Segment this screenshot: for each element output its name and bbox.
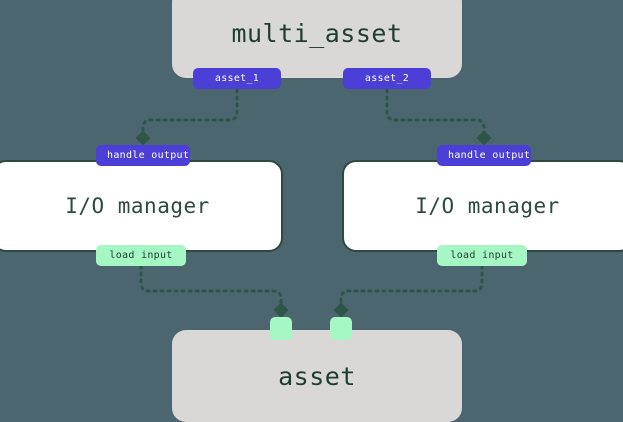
edge-load-input-right-to-asset-port-2 — [333, 264, 484, 318]
node-multi-asset[interactable]: multi_asset — [172, 0, 462, 78]
port-asset-input-2[interactable] — [330, 317, 352, 340]
node-io-manager-left[interactable]: I/O manager — [0, 160, 283, 252]
node-io-manager-right[interactable]: I/O manager — [342, 160, 623, 252]
port-load-input-right[interactable]: load input — [437, 245, 527, 266]
node-io-manager-right-title: I/O manager — [415, 194, 560, 218]
port-asset-1[interactable]: asset_1 — [193, 68, 281, 89]
edge-asset1-to-handle-output-left — [135, 88, 239, 146]
edge-load-input-left-to-asset-port-1 — [139, 264, 289, 318]
port-asset-input-1[interactable] — [270, 317, 292, 340]
port-handle-output-right[interactable]: handle output — [437, 145, 531, 166]
edge-asset2-to-handle-output-right — [385, 88, 492, 146]
node-asset[interactable]: asset — [172, 330, 462, 422]
port-asset-2[interactable]: asset_2 — [343, 68, 431, 89]
node-io-manager-left-title: I/O manager — [65, 194, 210, 218]
port-load-input-left[interactable]: load input — [96, 245, 186, 266]
node-multi-asset-title: multi_asset — [231, 18, 403, 48]
port-handle-output-left[interactable]: handle output — [96, 145, 190, 166]
node-asset-title: asset — [278, 361, 356, 391]
